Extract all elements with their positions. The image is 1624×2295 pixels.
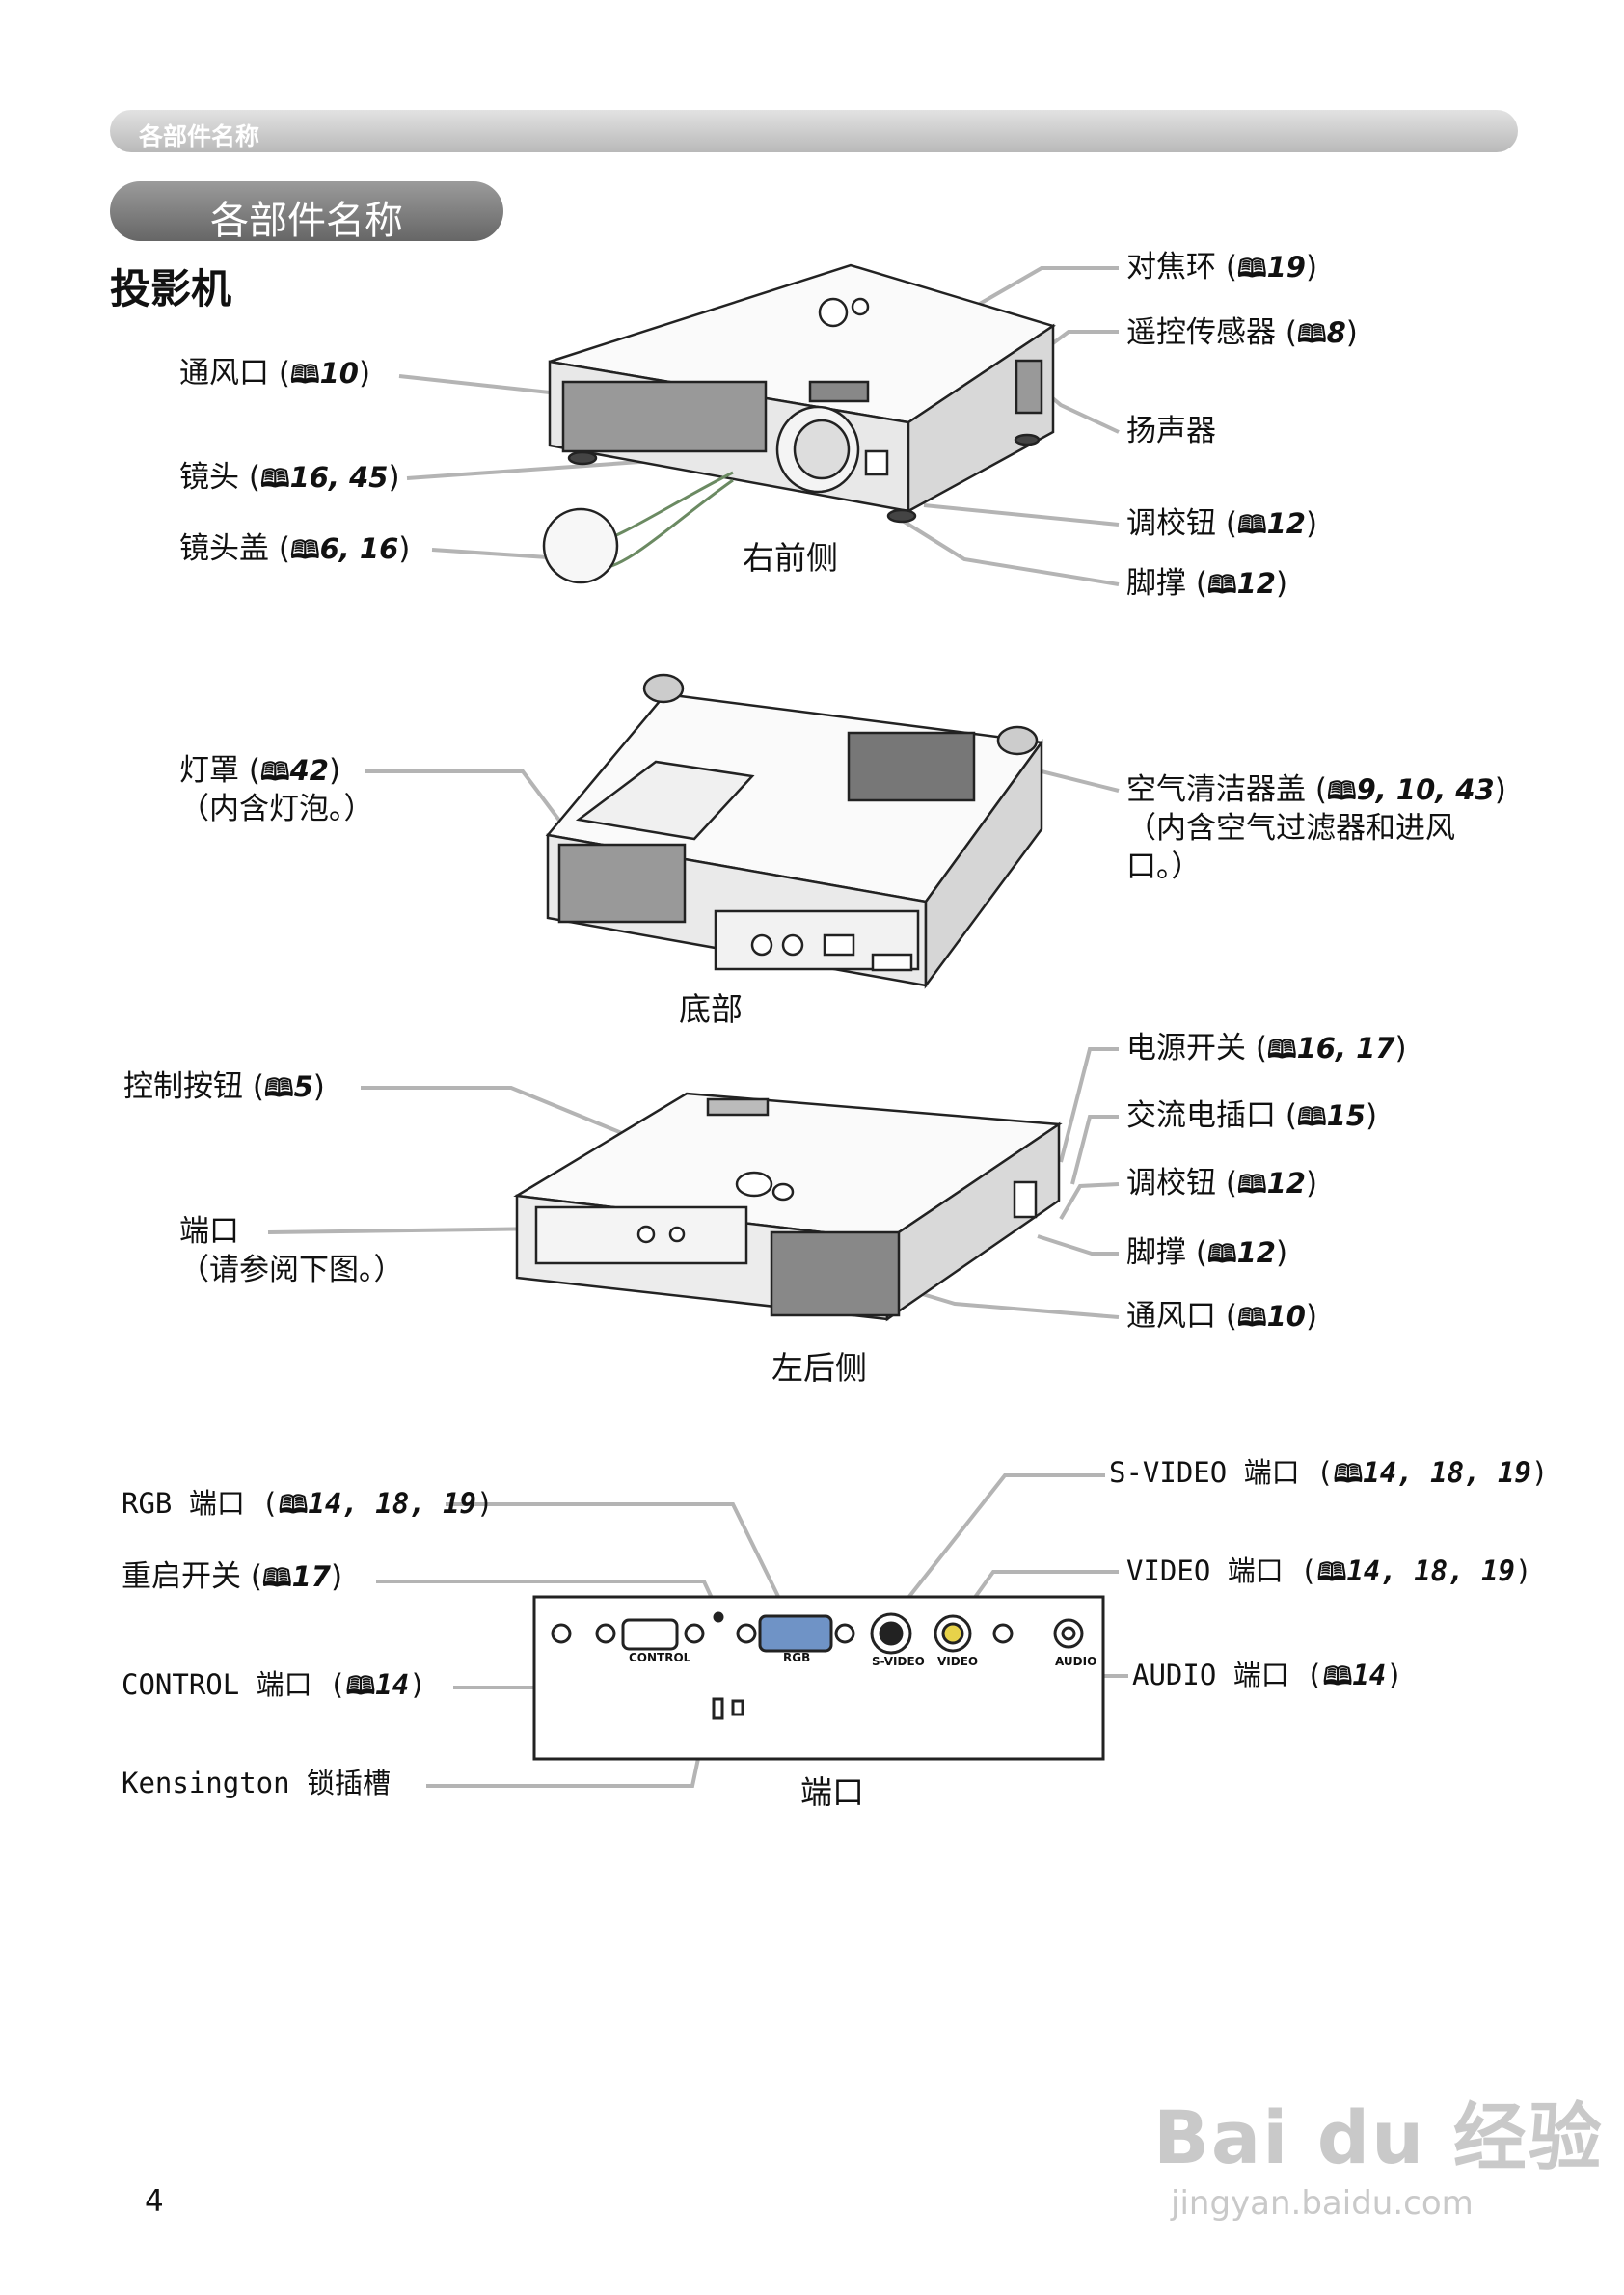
book-icon: 🕮 <box>1206 571 1237 600</box>
label-control-port: CONTROL 端口 (🕮14) <box>122 1668 426 1701</box>
book-icon: 🕮 <box>1236 511 1267 540</box>
label-ports: 端口 <box>179 1214 239 1249</box>
caption-front: 右前侧 <box>743 539 838 577</box>
label-filter-cover-note2: 口。） <box>1126 850 1202 884</box>
label-lens-cover: 镜头盖 (🕮6, 16) <box>179 531 411 566</box>
port-panel-diagram <box>532 1595 1105 1761</box>
label-svideo-port: S-VIDEO 端口 (🕮14, 18, 19) <box>1109 1456 1549 1489</box>
label-ac-inlet: 交流电插口 (🕮15) <box>1126 1098 1378 1133</box>
caption-bottom: 底部 <box>679 990 743 1028</box>
label-ports-note: （请参阅下图。） <box>179 1253 404 1287</box>
label-foot-rear: 脚撑 (🕮12) <box>1126 1235 1288 1270</box>
book-icon: 🕮 <box>1236 255 1267 284</box>
panel-label-svideo: S-VIDEO <box>872 1655 925 1668</box>
panel-label-control: CONTROL <box>629 1651 691 1664</box>
label-speaker: 扬声器 <box>1126 414 1216 448</box>
subsection-title: 投影机 <box>110 265 232 312</box>
book-icon: 🕮 <box>263 1074 294 1103</box>
label-control-buttons: 控制按钮 (🕮5) <box>123 1069 325 1104</box>
page-number: 4 <box>145 2184 164 2219</box>
label-rgb-port: RGB 端口 (🕮14, 18, 19) <box>122 1487 494 1520</box>
label-filter-cover: 空气清洁器盖 (🕮9, 10, 43) <box>1126 772 1506 807</box>
book-icon: 🕮 <box>289 536 320 565</box>
section-title-pill: 各部件名称 <box>110 181 503 243</box>
book-icon: 🕮 <box>1206 1240 1237 1269</box>
header-section-tab: 各部件名称 <box>139 122 260 150</box>
panel-label-rgb: RGB <box>783 1651 811 1664</box>
label-lens: 镜头 (🕮16, 45) <box>179 460 400 495</box>
projector-bottom-illustration <box>545 673 1044 989</box>
label-vent-front: 通风口 (🕮10) <box>179 356 371 391</box>
label-remote-sensor: 遥控传感器 (🕮8) <box>1126 315 1358 350</box>
watermark-url: jingyan.baidu.com <box>1171 2184 1474 2223</box>
label-adjust-button-rear: 调校钮 (🕮12) <box>1126 1166 1318 1201</box>
label-power-switch: 电源开关 (🕮16, 17) <box>1126 1031 1407 1066</box>
book-icon: 🕮 <box>1236 1304 1267 1333</box>
book-icon: 🕮 <box>1266 1036 1297 1065</box>
book-icon: 🕮 <box>259 465 290 494</box>
label-audio-port: AUDIO 端口 (🕮14) <box>1132 1659 1403 1691</box>
book-icon: 🕮 <box>1322 1662 1353 1691</box>
label-reset-switch: 重启开关 (🕮17) <box>122 1559 343 1594</box>
book-icon: 🕮 <box>345 1672 376 1701</box>
watermark-logo: Bai du 经验 <box>1153 2094 1604 2180</box>
label-vent-rear: 通风口 (🕮10) <box>1126 1299 1318 1334</box>
label-lamp-cover-note: （内含灯泡。） <box>179 792 374 826</box>
book-icon: 🕮 <box>1326 777 1357 806</box>
book-icon: 🕮 <box>1236 1171 1267 1200</box>
book-icon: 🕮 <box>1333 1460 1364 1489</box>
section-title: 各部件名称 <box>210 199 403 243</box>
label-foot-front: 脚撑 (🕮12) <box>1126 566 1288 601</box>
book-icon: 🕮 <box>259 758 290 787</box>
projector-rear-illustration <box>513 1092 1063 1322</box>
book-icon: 🕮 <box>1296 320 1327 349</box>
book-icon: 🕮 <box>289 361 320 390</box>
book-icon: 🕮 <box>1296 1103 1327 1132</box>
projector-front-illustration <box>542 263 1056 584</box>
label-focus-ring: 对焦环 (🕮19) <box>1126 250 1318 284</box>
book-icon: 🕮 <box>1316 1558 1347 1587</box>
watermark: Bai du 经验 jingyan.baidu.com <box>1153 2078 1604 2223</box>
panel-label-audio: AUDIO <box>1055 1655 1097 1668</box>
label-lamp-cover: 灯罩 (🕮42) <box>179 753 341 788</box>
label-kensington-slot: Kensington 锁插槽 <box>122 1767 392 1799</box>
header-bar: 各部件名称 <box>110 110 1518 152</box>
panel-label-video: VIDEO <box>937 1655 979 1668</box>
label-filter-cover-note1: （内含空气过滤器和进风 <box>1126 811 1455 846</box>
book-icon: 🕮 <box>261 1564 292 1593</box>
label-video-port: VIDEO 端口 (🕮14, 18, 19) <box>1126 1554 1532 1587</box>
label-adjust-button-front: 调校钮 (🕮12) <box>1126 506 1318 541</box>
caption-ports: 端口 <box>800 1773 864 1811</box>
book-icon: 🕮 <box>278 1491 309 1520</box>
caption-rear: 左后侧 <box>771 1349 867 1387</box>
